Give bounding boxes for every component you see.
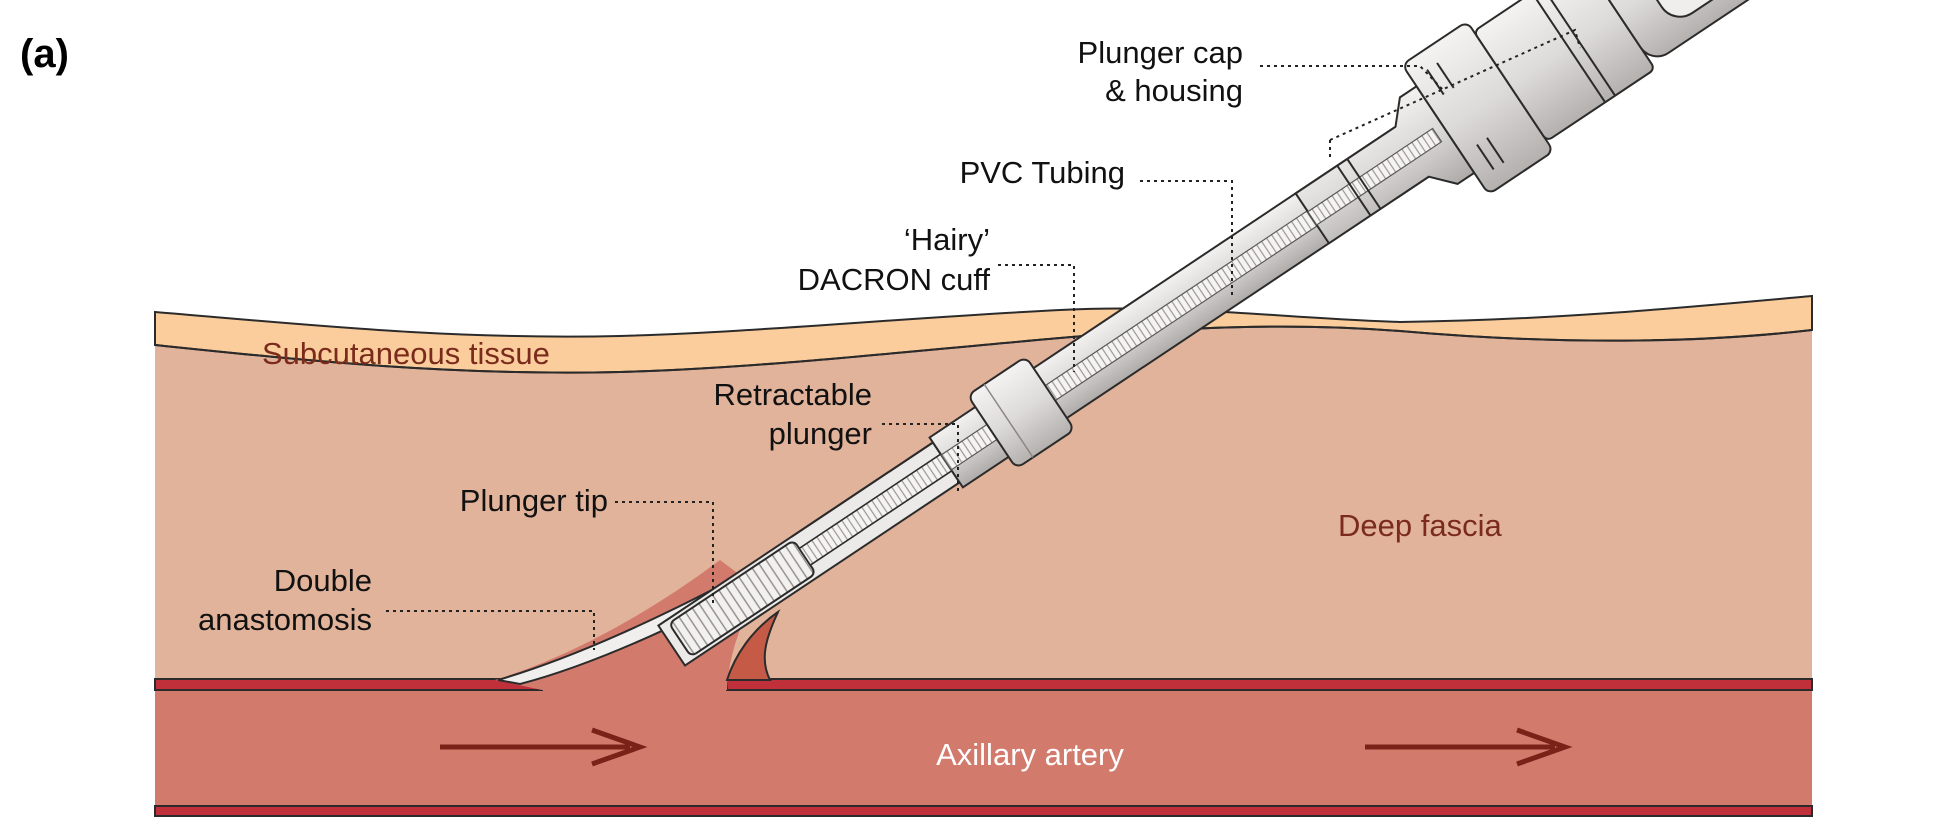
label-retractable-plunger-line1: Retractable bbox=[713, 377, 872, 412]
label-double-anastomosis-line2: anastomosis bbox=[198, 602, 372, 637]
deep-fascia-region bbox=[155, 326, 1812, 685]
leader-dacron-cuff bbox=[998, 264, 1075, 372]
artery-wall-top-left bbox=[154, 678, 543, 691]
cannula-device bbox=[656, 0, 1769, 667]
label-dacron-cuff-line1: ‘Hairy’ bbox=[904, 222, 990, 257]
plunger-cap bbox=[1591, 0, 1769, 58]
anastomosis-fillet bbox=[725, 609, 781, 681]
region-label-subcutaneous: Subcutaneous tissue bbox=[262, 336, 550, 371]
dacron-cuff bbox=[969, 358, 1073, 467]
leader-pvc-tubing bbox=[1140, 180, 1233, 298]
label-retractable-plunger-line2: plunger bbox=[769, 416, 872, 451]
artery-wall-bottom bbox=[154, 805, 1813, 817]
leader-plunger-cap bbox=[1260, 28, 1581, 160]
flow-direction-arrow bbox=[440, 727, 648, 767]
flow-direction-arrow bbox=[1365, 727, 1573, 767]
label-dacron-cuff-line2: DACRON cuff bbox=[798, 262, 991, 297]
label-plunger-cap-line2: & housing bbox=[1105, 73, 1243, 108]
leader-plunger-tip bbox=[615, 501, 714, 607]
label-plunger-cap-line1: Plunger cap bbox=[1078, 35, 1243, 70]
region-label-deep-fascia: Deep fascia bbox=[1338, 508, 1502, 543]
panel-label: (a) bbox=[20, 32, 69, 76]
label-double-anastomosis-line1: Double bbox=[274, 563, 372, 598]
leader-double-anastomosis bbox=[386, 610, 595, 650]
label-plunger-tip: Plunger tip bbox=[460, 483, 608, 518]
label-pvc-tubing: PVC Tubing bbox=[960, 155, 1125, 190]
fascia-boundary-line bbox=[154, 325, 1813, 374]
leader-retractable-plunger bbox=[882, 423, 959, 493]
artery-wall-top-right bbox=[726, 678, 1813, 691]
region-label-axillary-artery: Axillary artery bbox=[936, 737, 1124, 772]
